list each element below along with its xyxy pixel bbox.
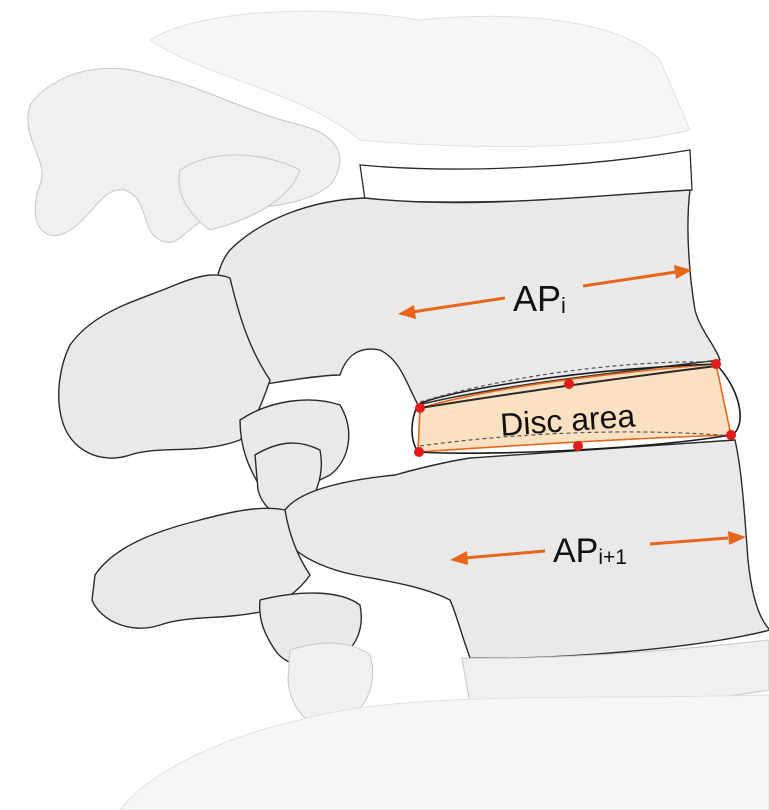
landmark-point: [726, 430, 736, 440]
lowest-vertebra-ghost: [120, 695, 769, 810]
landmark-point: [414, 447, 424, 457]
landmark-point: [573, 441, 583, 451]
ap-upper-label: APi: [513, 278, 566, 319]
landmark-point: [564, 379, 574, 389]
landmark-point: [415, 403, 425, 413]
landmark-point: [711, 359, 721, 369]
